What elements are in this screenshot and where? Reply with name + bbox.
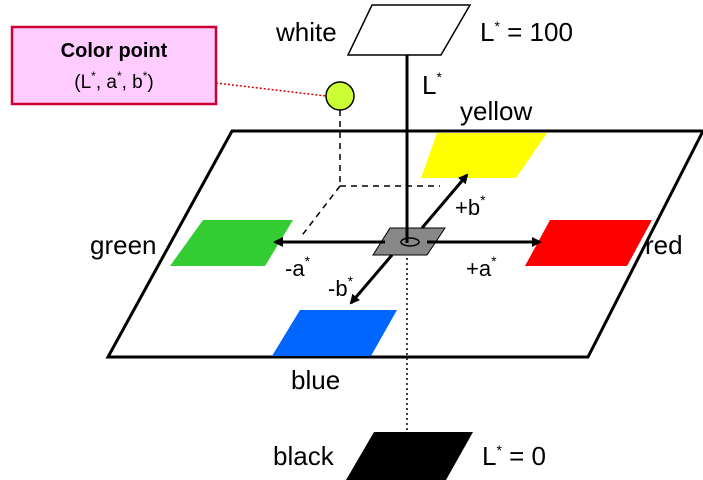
color-point-box bbox=[10, 25, 218, 106]
plus-b-axis-arrow bbox=[420, 173, 469, 229]
label-white: white bbox=[275, 17, 337, 47]
green-patch bbox=[170, 220, 293, 266]
label-plus-b: +b* bbox=[455, 192, 486, 220]
label-plus-a: +a* bbox=[466, 253, 497, 281]
label-black: black bbox=[273, 441, 335, 471]
label-red: red bbox=[645, 230, 683, 260]
label-yellow: yellow bbox=[460, 96, 532, 126]
white-patch bbox=[346, 4, 472, 56]
label-minus-a: -a* bbox=[285, 253, 311, 281]
label-blue: blue bbox=[291, 365, 340, 395]
blue-patch bbox=[272, 310, 397, 356]
yellow-patch bbox=[421, 133, 547, 178]
label-l100: L* = 100 bbox=[480, 17, 573, 47]
black-patch bbox=[346, 432, 473, 480]
minus-b-axis-arrow bbox=[349, 254, 394, 305]
label-l0: L* = 0 bbox=[482, 441, 546, 471]
label-l-axis: L* bbox=[422, 69, 442, 100]
color-point-leader-line bbox=[215, 82, 327, 97]
color-point-title: Color point bbox=[61, 40, 168, 62]
center-origin-marker bbox=[400, 237, 420, 247]
red-patch bbox=[525, 220, 652, 266]
color-point-coordinates: (L*, a*, b*) bbox=[74, 69, 154, 93]
label-minus-b: -b* bbox=[328, 273, 354, 301]
label-green: green bbox=[90, 230, 157, 260]
neutral-center-patch bbox=[372, 227, 446, 256]
color-point-marker bbox=[325, 81, 355, 111]
